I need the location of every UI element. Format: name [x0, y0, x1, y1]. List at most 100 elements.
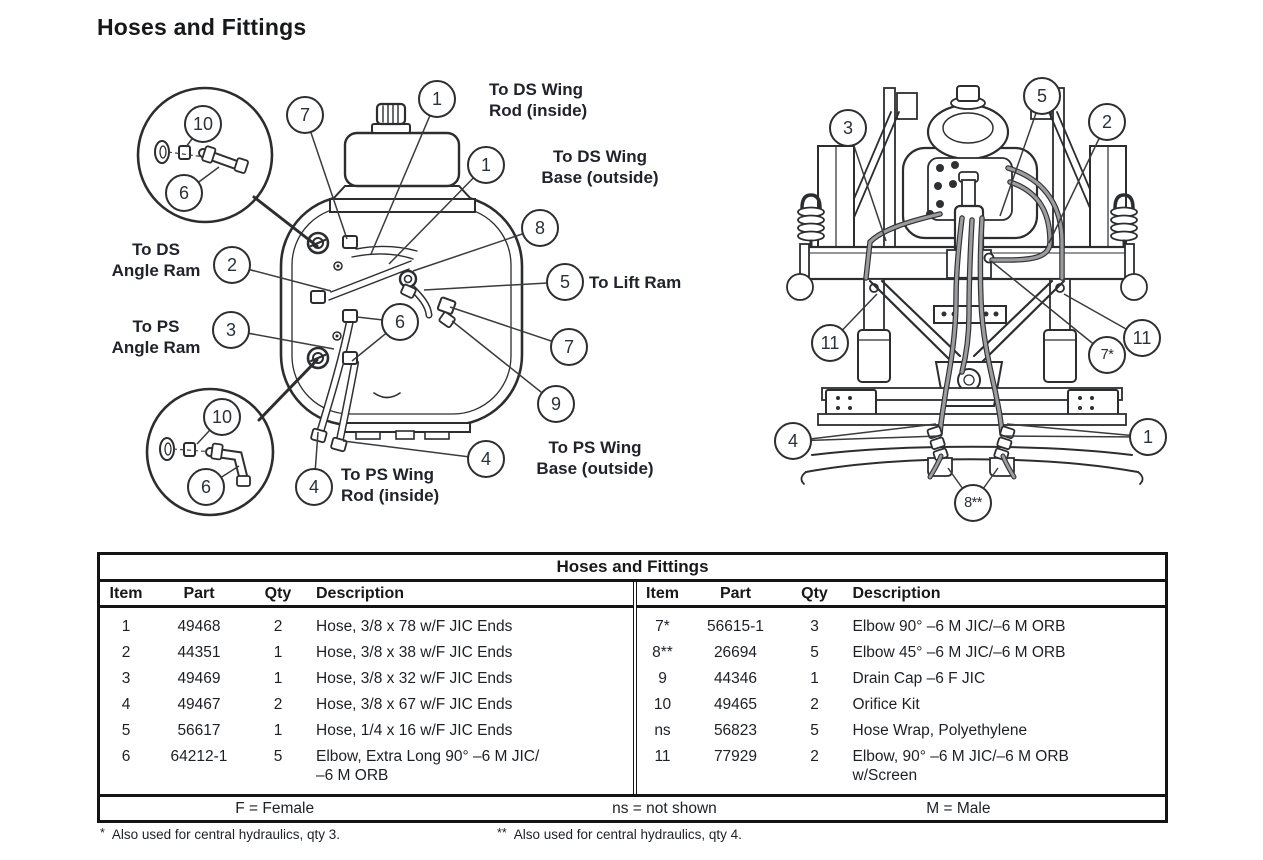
- cell-description: Elbow, 90° –6 M JIC/–6 M ORB w/Screen: [852, 747, 1069, 784]
- col-item: Item: [646, 584, 679, 602]
- callout-8: 8: [521, 209, 559, 247]
- pump-base: [344, 422, 471, 440]
- cell-item: 6: [121, 747, 131, 765]
- table-row: 3 49469 1 Hose, 3/8 x 32 w/F JIC Ends: [100, 665, 633, 691]
- cell-item: 5: [121, 721, 131, 739]
- footnote-marker: *: [100, 826, 105, 840]
- callout-1: 1: [418, 80, 456, 118]
- callout-3: 3: [829, 109, 867, 147]
- cell-qty: 1: [810, 669, 819, 687]
- table-rows: 7* 56615-1 3 Elbow 90° –6 M JIC/–6 M ORB…: [637, 608, 1166, 794]
- footnote-text: Also used for central hydraulics, qty 4.: [513, 827, 742, 842]
- cell-part: 26694: [713, 643, 758, 661]
- table-row: 1 49468 2 Hose, 3/8 x 78 w/F JIC Ends: [100, 613, 633, 639]
- cell-part: 77929: [713, 747, 758, 765]
- callout-4: 4: [467, 440, 505, 478]
- cell-qty: 2: [810, 695, 819, 713]
- callout-11: 11: [1123, 319, 1161, 357]
- cell-item: 9: [658, 669, 667, 687]
- face-hose-arcs: [328, 245, 418, 301]
- cell-qty: 5: [810, 721, 819, 739]
- table-row: 5 56617 1 Hose, 1/4 x 16 w/F JIC Ends: [100, 717, 633, 743]
- callout-10: 10: [203, 398, 241, 436]
- cell-qty: 3: [810, 617, 819, 635]
- table-rows: 1 49468 2 Hose, 3/8 x 78 w/F JIC Ends 2 …: [100, 608, 633, 794]
- cell-part: 49469: [177, 669, 221, 687]
- footnote-text: Also used for central hydraulics, qty 3.: [111, 827, 340, 842]
- callout-5: 5: [1023, 77, 1061, 115]
- cell-description: Elbow 90° –6 M JIC/–6 M ORB: [852, 617, 1066, 635]
- cell-part: 49468: [177, 617, 221, 635]
- a-frame: [868, 279, 1066, 364]
- label-ds-wing-base: To DS Wing Base (outside): [541, 147, 659, 188]
- reservoir: [329, 102, 476, 213]
- callout-4: 4: [295, 468, 333, 506]
- cell-qty: 2: [810, 747, 819, 765]
- cell-part: 64212-1: [170, 747, 228, 765]
- cell-part: 56823: [713, 721, 758, 739]
- cell-part: 56615-1: [707, 617, 764, 635]
- cell-qty: 2: [273, 617, 283, 635]
- cell-qty: 2: [273, 695, 283, 713]
- cell-part: 56617: [177, 721, 221, 739]
- col-part: Part: [183, 584, 215, 602]
- footnote-central-hydraulics-qty4: **Also used for central hydraulics, qty …: [497, 826, 742, 842]
- cell-item: 3: [121, 669, 131, 687]
- cell-description: Hose, 3/8 x 78 w/F JIC Ends: [316, 617, 513, 635]
- table-header: Item Part Qty Description: [636, 582, 1165, 608]
- cell-description: Hose Wrap, Polyethylene: [852, 721, 1028, 739]
- table-row: 4 49467 2 Hose, 3/8 x 67 w/F JIC Ends: [100, 691, 633, 717]
- cell-qty: 1: [273, 669, 283, 687]
- legend-male: M = Male: [926, 799, 991, 817]
- frame-hoses: [863, 165, 1065, 437]
- parts-table: Hoses and Fittings Item Part Qty Descrip…: [97, 552, 1168, 823]
- label-ds-angle-ram: To DS Angle Ram: [111, 240, 201, 281]
- table-legend: F = Female ns = not shown M = Male: [100, 794, 1165, 820]
- main-beam: [786, 243, 1148, 301]
- callout-6: 6: [381, 303, 419, 341]
- callout-1: 1: [1129, 418, 1167, 456]
- cell-part: 49465: [713, 695, 758, 713]
- table-row: 8** 26694 5 Elbow 45° –6 M JIC/–6 M ORB: [637, 639, 1166, 665]
- cell-item: 2: [121, 643, 131, 661]
- label-ps-wing-rod: To PS Wing Rod (inside): [341, 465, 440, 506]
- cell-qty: 1: [273, 643, 283, 661]
- table-row: 6 64212-1 5 Elbow, Extra Long 90° –6 M J…: [100, 743, 633, 788]
- callout-6: 6: [187, 468, 225, 506]
- cell-description: Hose, 3/8 x 32 w/F JIC Ends: [316, 669, 513, 687]
- table-row: 11 77929 2 Elbow, 90° –6 M JIC/–6 M ORB …: [637, 743, 1166, 788]
- callout-11: 11: [811, 324, 849, 362]
- cell-description: Elbow, Extra Long 90° –6 M JIC/ –6 M ORB: [316, 747, 540, 784]
- cell-item: 4: [121, 695, 131, 713]
- cell-item: 1: [121, 617, 131, 635]
- cell-part: 49467: [177, 695, 221, 713]
- trip-springs: [797, 193, 1138, 252]
- callout-2: 2: [1088, 103, 1126, 141]
- col-qty: Qty: [801, 584, 828, 602]
- callout-1: 1: [467, 146, 505, 184]
- cell-qty: 5: [810, 643, 819, 661]
- callout-6: 6: [165, 174, 203, 212]
- cell-description: Hose, 3/8 x 38 w/F JIC Ends: [316, 643, 513, 661]
- table-row: 10 49465 2 Orifice Kit: [637, 691, 1166, 717]
- inset-detail-bottom: [145, 358, 319, 517]
- legend-female: F = Female: [235, 799, 315, 817]
- cell-item: 11: [654, 747, 671, 765]
- label-ps-angle-ram: To PS Angle Ram: [111, 317, 201, 358]
- table-row: ns 56823 5 Hose Wrap, Polyethylene: [637, 717, 1166, 743]
- label-ps-wing-base: To PS Wing Base (outside): [536, 438, 654, 479]
- table-row: 9 44346 1 Drain Cap –6 F JIC: [637, 665, 1166, 691]
- col-part: Part: [719, 584, 752, 602]
- col-qty: Qty: [264, 584, 292, 602]
- cell-item: 8**: [652, 643, 673, 661]
- cell-description: Hose, 3/8 x 67 w/F JIC Ends: [316, 695, 513, 713]
- col-description: Description: [316, 584, 405, 602]
- table-title: Hoses and Fittings: [100, 555, 1165, 582]
- col-description: Description: [852, 584, 941, 602]
- callout-10: 10: [184, 105, 222, 143]
- cell-part: 44351: [177, 643, 221, 661]
- cell-qty: 1: [273, 721, 283, 739]
- callout-9: 9: [537, 385, 575, 423]
- cell-part: 44346: [713, 669, 758, 687]
- page-title: Hoses and Fittings: [97, 14, 307, 40]
